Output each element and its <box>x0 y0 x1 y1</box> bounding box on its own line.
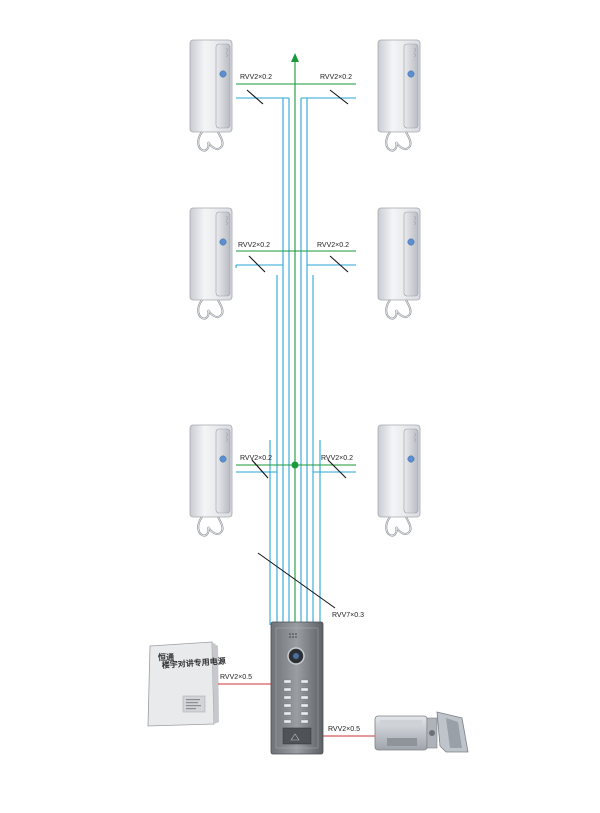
power-supply-box <box>147 641 219 727</box>
wire-label-f1-left: RVV2×0.2 <box>240 74 272 81</box>
riser-bus <box>269 60 321 625</box>
electric-lock <box>374 711 469 753</box>
junction-dot <box>291 461 299 469</box>
riser-leader-line <box>257 552 336 609</box>
wire-label-riser: RVV7×0.3 <box>332 612 364 619</box>
wire-label-f3-right: RVV2×0.2 <box>321 455 353 462</box>
indoor-phone-f1-left <box>189 39 233 152</box>
wire-label-power: RVV2×0.5 <box>220 674 252 681</box>
psu-title-text: 楼宇对讲专用电源 <box>161 656 226 670</box>
call-buttons <box>283 679 309 724</box>
indoor-phone-f3-right <box>377 424 421 537</box>
indoor-phone-f2-left <box>189 207 233 320</box>
wire-label-f2-left: RVV2×0.2 <box>238 242 270 249</box>
wire-label-lock: RVV2×0.5 <box>328 726 360 733</box>
door-station-panel <box>270 621 324 755</box>
indoor-phone-f3-left <box>189 424 233 537</box>
indoor-phone-f2-right <box>377 207 421 320</box>
floor1-branches <box>236 83 356 105</box>
wire-label-f2-right: RVV2×0.2 <box>317 242 349 249</box>
indoor-phone-f1-right <box>377 39 421 152</box>
up-arrow-icon <box>291 53 299 62</box>
card-reader <box>282 727 312 745</box>
wire-label-f1-right: RVV2×0.2 <box>320 74 352 81</box>
wire-label-f3-left: RVV2×0.2 <box>240 455 272 462</box>
psu-brand-text: 恒通 <box>158 652 174 662</box>
floor3-branches <box>236 459 356 479</box>
floor2-branches <box>235 250 356 273</box>
